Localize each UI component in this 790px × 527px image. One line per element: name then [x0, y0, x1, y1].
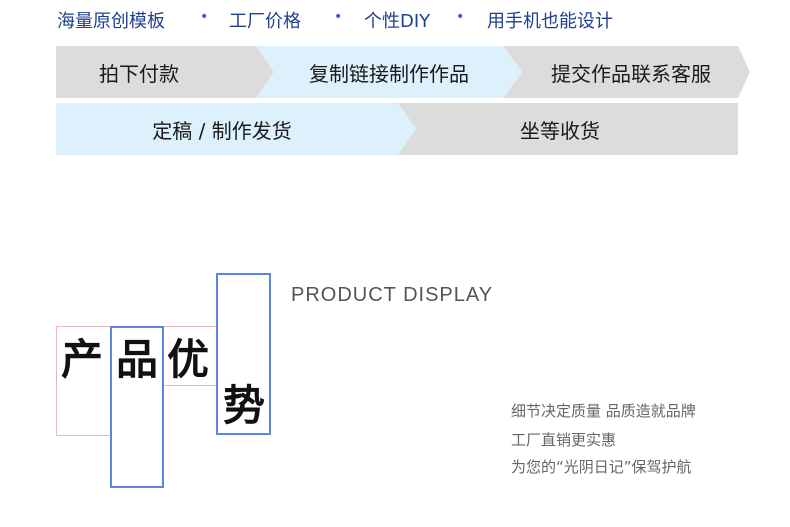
tagline-separator: • [200, 9, 209, 25]
tagline-item: 海量原创模板 [57, 11, 165, 32]
decor-frame-blue-right [216, 273, 271, 435]
heading-char: 产 [61, 335, 104, 384]
tagline-item: 用手机也能设计 [487, 11, 613, 32]
process-step: 提交作品联系客服 [504, 46, 750, 98]
heading-char: 势 [223, 381, 266, 430]
tagline-item: 个性DIY [364, 11, 431, 32]
tagline-separator: • [334, 9, 343, 25]
description-line: 为您的“光阴日记”保驾护航 [511, 458, 692, 476]
process-step: 坐等收货 [398, 103, 738, 155]
process-step: 复制链接制作作品 [256, 46, 522, 98]
process-step-label: 定稿 / 制作发货 [152, 118, 292, 143]
heading-char: 优 [167, 335, 210, 384]
product-display-title: PRODUCT DISPLAY [291, 284, 494, 306]
process-step: 定稿 / 制作发货 [56, 103, 416, 155]
process-step: 拍下付款 [56, 46, 274, 98]
decor-frame-blue-left [110, 326, 164, 488]
process-step-label: 拍下付款 [99, 61, 179, 86]
process-step-label: 提交作品联系客服 [551, 61, 711, 86]
process-step-label: 复制链接制作作品 [309, 61, 469, 86]
process-step-label: 坐等收货 [520, 118, 600, 143]
description-line: 工厂直销更实惠 [511, 431, 617, 449]
heading-char: 品 [116, 335, 159, 384]
description-line: 细节决定质量 品质造就品牌 [511, 402, 696, 420]
tagline-separator: • [456, 9, 465, 25]
tagline-item: 工厂价格 [229, 11, 301, 32]
